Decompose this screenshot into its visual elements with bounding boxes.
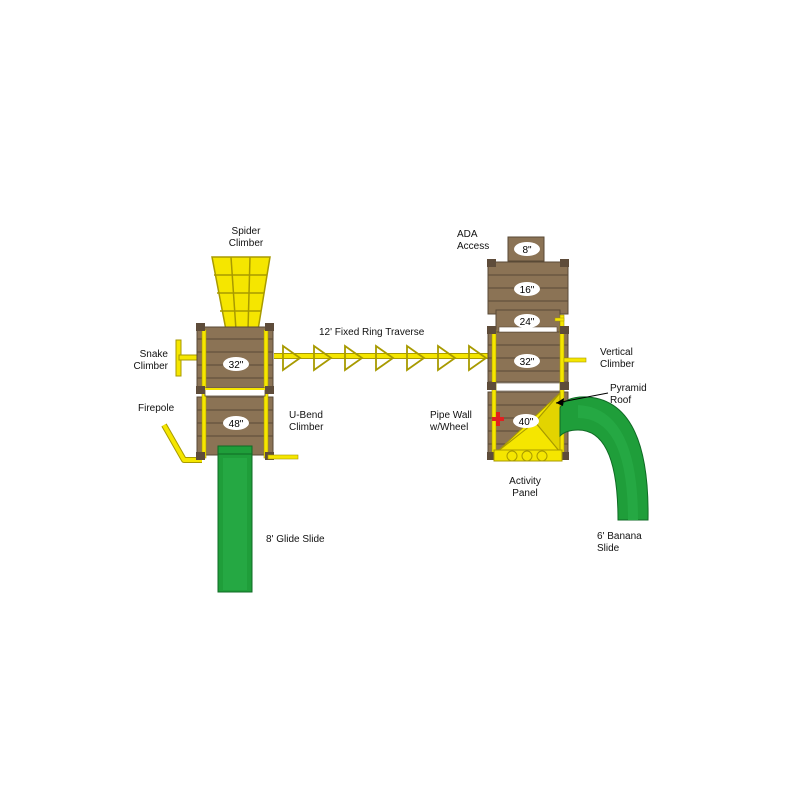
u-bend-climber (267, 454, 299, 460)
label-firepole: Firepole (138, 403, 175, 414)
label-u-bend-climber: U-Bend Climber (289, 410, 324, 433)
label-ring-traverse: 12' Fixed Ring Traverse (319, 327, 425, 338)
pyramid-roof-pointer (555, 392, 609, 406)
deck-height-ada: 8" (514, 242, 540, 256)
label-ada-access: ADA Access (457, 229, 490, 252)
deck-height-left-lower: 48" (223, 416, 249, 430)
ring-traverse (274, 344, 492, 372)
activity-panel (493, 449, 563, 462)
svg-text:32": 32" (229, 360, 244, 371)
label-banana-slide: 6' Banana Slide (597, 531, 642, 554)
deck-height-16: 16" (514, 282, 540, 296)
pipe-wall-wheel (492, 412, 504, 426)
svg-text:8": 8" (522, 245, 532, 256)
right-posts (487, 259, 569, 460)
deck-height-left-upper: 32" (223, 357, 249, 371)
deck-height-24: 24" (514, 314, 540, 328)
deck-height-40: 40" (513, 414, 539, 428)
right-rail (491, 329, 497, 457)
svg-text:48": 48" (229, 419, 244, 430)
label-vertical-climber: Vertical Climber (600, 347, 635, 370)
svg-text:32": 32" (520, 357, 535, 368)
deck-height-32: 32" (514, 354, 540, 368)
label-spider-climber: Spider Climber (228, 226, 264, 249)
label-pipe-wall: Pipe Wall w/Wheel (430, 410, 472, 433)
banana-slide (559, 396, 649, 521)
svg-text:40": 40" (519, 417, 534, 428)
label-snake-climber: Snake Climber (133, 349, 168, 372)
label-pyramid-roof: Pyramid Roof (610, 383, 647, 406)
spider-climber (211, 256, 271, 331)
vertical-climber (563, 357, 587, 363)
glide-slide (217, 445, 253, 593)
right-rail (554, 317, 565, 322)
label-glide-slide: 8' Glide Slide (266, 534, 325, 545)
svg-text:16": 16" (520, 285, 535, 296)
right-deck-gap (495, 382, 561, 392)
label-activity-panel: Activity Panel (509, 476, 541, 499)
svg-text:24": 24" (520, 317, 535, 328)
left-bar (205, 388, 265, 390)
